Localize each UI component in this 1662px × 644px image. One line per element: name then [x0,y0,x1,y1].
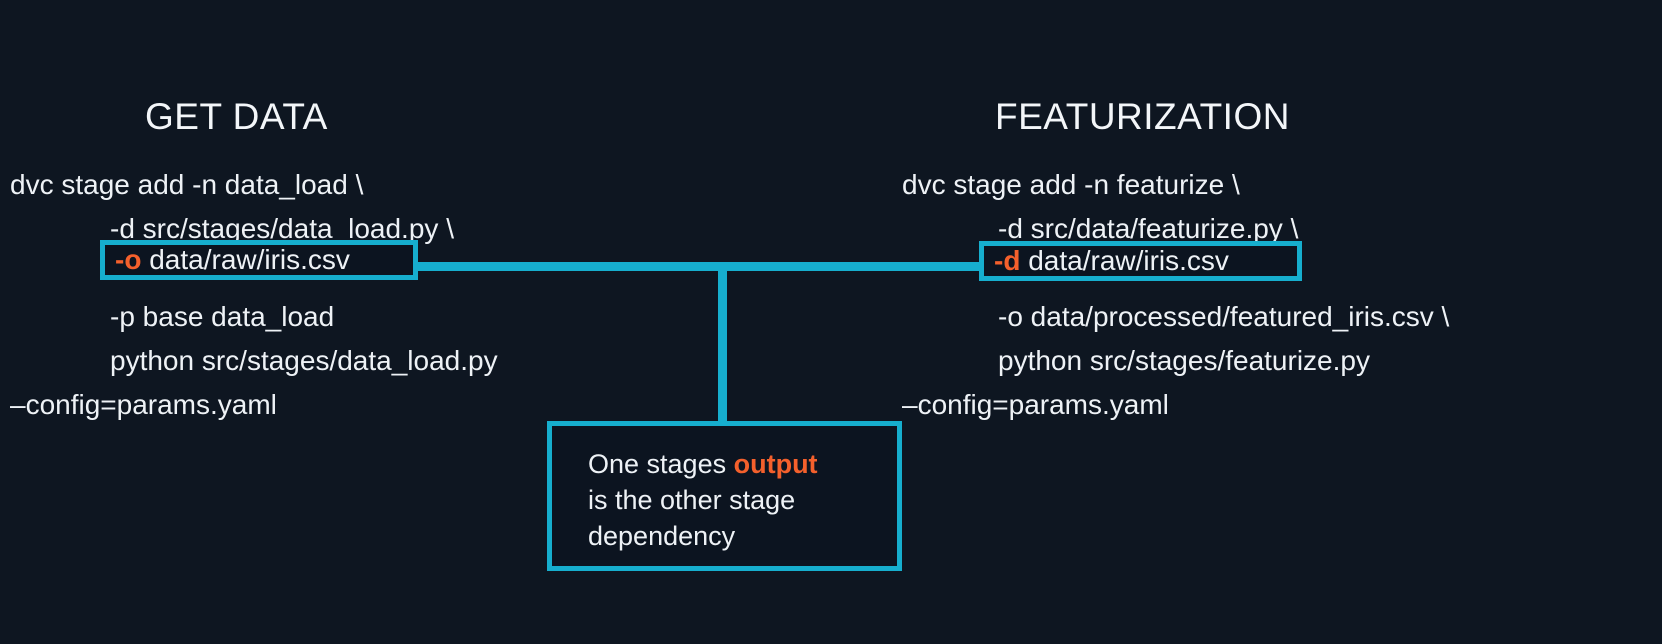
command-block-featurization: dvc stage add -n featurize \ -d src/data… [902,163,1449,427]
callout-box: One stages output is the other stage dep… [547,421,902,571]
command-line: -d src/stages/data_load.py \ [110,213,454,244]
highlight-output-text: -o data/raw/iris.csv [115,245,350,275]
connector-line-horizontal-right [724,262,984,271]
highlight-box-output: -o data/raw/iris.csv [100,240,418,280]
callout-emphasis-output: output [733,449,818,479]
callout-emphasis-dependency: dependency [588,521,736,551]
command-block-get-data: dvc stage add -n data_load \ -d src/stag… [10,163,498,427]
command-line: python src/stages/data_load.py [110,345,498,376]
highlight-output-value: data/raw/iris.csv [149,244,350,275]
highlight-dependency-value: data/raw/iris.csv [1028,245,1229,276]
command-line: -o data/processed/featured_iris.csv \ [998,301,1450,332]
connector-line-vertical [718,262,727,452]
command-line: dvc stage add -n featurize \ [902,169,1240,200]
stage-title-get-data: GET DATA [145,96,328,137]
command-line: –config=params.yaml [902,389,1169,420]
stage-title-featurization: FEATURIZATION [995,96,1290,137]
command-line: –config=params.yaml [10,389,277,420]
command-line: -p base data_load [110,301,335,332]
flag-dependency: -d [994,245,1021,276]
highlight-box-dependency: -d data/raw/iris.csv [979,241,1302,281]
connector-line-horizontal-left [410,262,724,271]
command-line: python src/stages/featurize.py [998,345,1370,376]
callout-line-2: is the other stage [588,485,796,515]
callout-line-1: One stages output [588,446,897,482]
highlight-dependency-text: -d data/raw/iris.csv [994,246,1229,276]
flag-output: -o [115,244,142,275]
command-line: -d src/data/featurize.py \ [998,213,1299,244]
callout-line-1-plain: One stages [588,449,734,479]
command-line: dvc stage add -n data_load \ [10,169,364,200]
